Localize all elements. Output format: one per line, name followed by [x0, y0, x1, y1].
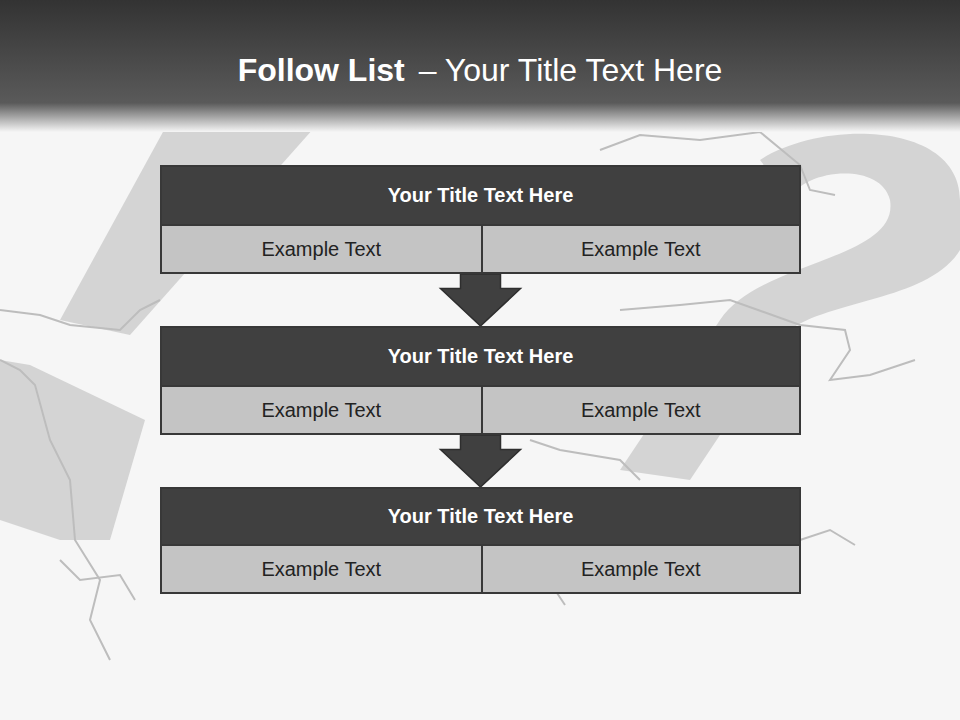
example-text: Example Text — [253, 554, 389, 585]
subtitle-text: – Your Title Text Here — [419, 52, 723, 88]
example-text: Example Text — [573, 234, 709, 265]
flow-arrow — [441, 435, 521, 487]
step-title: Your Title Text Here — [388, 345, 574, 368]
title-text: Follow List — [238, 52, 405, 88]
example-cell: Example Text — [162, 224, 481, 272]
flow-arrow — [441, 274, 521, 326]
example-cell: Example Text — [162, 544, 481, 592]
example-cell: Example Text — [481, 224, 800, 272]
example-text: Example Text — [253, 395, 389, 426]
question-mark-art — [0, 110, 960, 540]
step-title: Your Title Text Here — [388, 505, 574, 528]
step-box: Your Title Text HereExample Text Example … — [160, 326, 801, 435]
step-heading-bar: Your Title Text Here — [162, 328, 799, 385]
step-box: Your Title Text HereExample Text Example … — [160, 165, 801, 274]
example-cell: Example Text — [481, 385, 800, 433]
example-text: Example Text — [573, 395, 709, 426]
slide-title: Follow List – Your Title Text Here — [0, 52, 960, 89]
header-band — [0, 0, 960, 132]
example-text: Example Text — [253, 234, 389, 265]
step-heading-bar: Your Title Text Here — [162, 167, 799, 224]
step-title: Your Title Text Here — [388, 184, 574, 207]
crack-lines — [0, 132, 915, 660]
step-heading-bar: Your Title Text Here — [162, 489, 799, 544]
example-cell: Example Text — [481, 544, 800, 592]
step-box: Your Title Text HereExample Text Example … — [160, 487, 801, 594]
example-text: Example Text — [573, 554, 709, 585]
example-cell: Example Text — [162, 385, 481, 433]
